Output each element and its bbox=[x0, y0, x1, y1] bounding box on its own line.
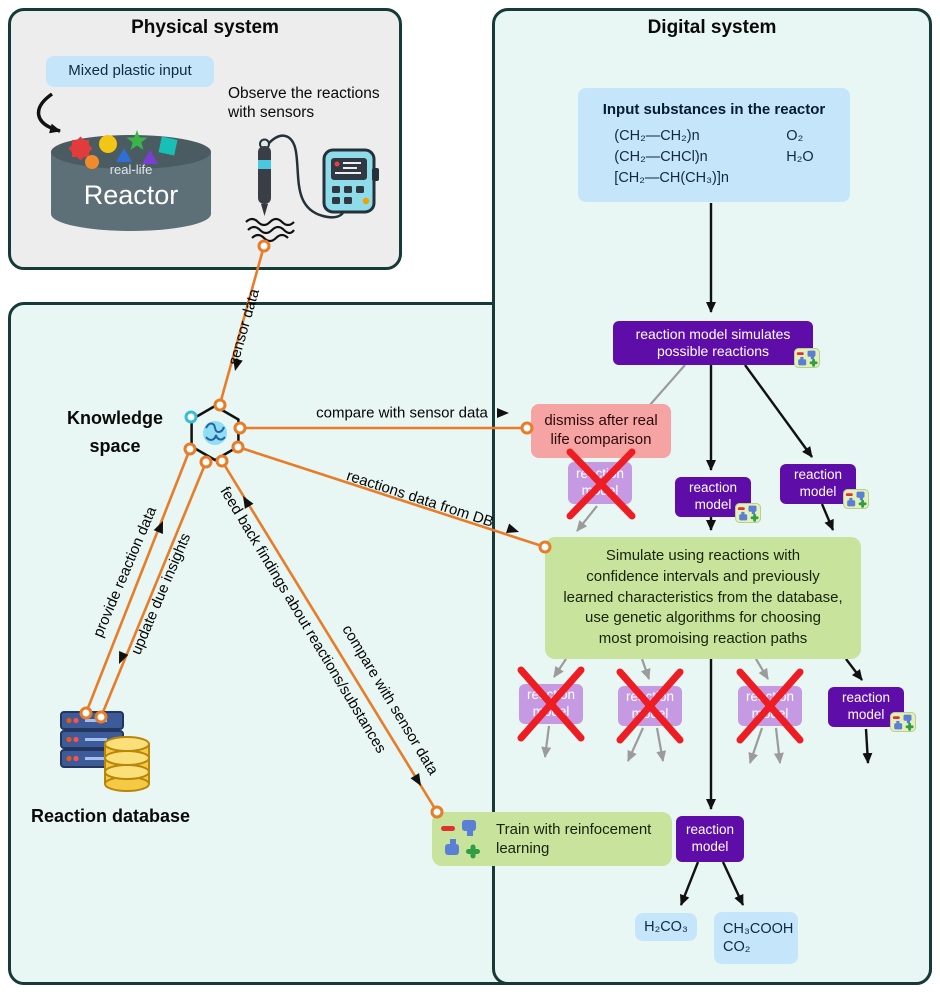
feedback-icon bbox=[735, 503, 761, 523]
input-substances-box: Input substances in the reactor (CH₂—CH₂… bbox=[578, 88, 850, 202]
rm-line2: model bbox=[631, 706, 669, 721]
rm-line1: reaction bbox=[841, 690, 891, 706]
sensor-meter-buttons bbox=[332, 186, 364, 204]
reactor-sub-label: real-life bbox=[110, 162, 153, 177]
reaction-model-final: reaction model bbox=[676, 816, 744, 862]
rm-line2: model bbox=[532, 704, 570, 719]
formula-pp: [CH₂—CH(CH₃)]n bbox=[614, 170, 729, 187]
rm-line1: reaction bbox=[685, 822, 735, 838]
simulate-node: Simulate using reactions with confidence… bbox=[545, 537, 861, 659]
train-text: Train with reinfocement learning bbox=[496, 820, 651, 859]
simulate-line4: use genetic algorithms for choosing bbox=[585, 609, 821, 627]
train-line1: Train with reinfocement bbox=[496, 820, 652, 838]
observe-sensors-text: Observe the reactions with sensors bbox=[228, 84, 406, 123]
dismiss-line2: life comparison bbox=[550, 431, 652, 448]
dismissed-model-b: reaction model bbox=[618, 686, 682, 726]
formula-pe: (CH₂—CH₂)n bbox=[614, 128, 700, 145]
input-substances-list: (CH₂—CH₂)n O₂ (CH₂—CHCl)n H₂O [CH₂—CH(CH… bbox=[614, 126, 813, 189]
reaction-model-mid: reaction model bbox=[675, 477, 751, 517]
train-line2: learning bbox=[496, 840, 550, 857]
rm-line1: reaction bbox=[575, 466, 625, 482]
reaction-database-label: Reaction database bbox=[3, 802, 218, 830]
formula-h2o: H₂O bbox=[786, 149, 814, 166]
sensor-probe-icon bbox=[258, 146, 271, 204]
rm-line1: reaction bbox=[793, 467, 843, 483]
observe-line1: Observe the reactions bbox=[228, 85, 380, 102]
knowledge-space-label: Knowledge space bbox=[30, 404, 200, 460]
root-model-line1: reaction model simulates bbox=[635, 325, 791, 342]
reactor-name-label: Reactor bbox=[84, 180, 179, 210]
output-ch3cooh-co2: CH₃COOH CO₂ bbox=[714, 912, 798, 964]
physical-system-frame bbox=[8, 8, 402, 270]
rm-line1: reaction bbox=[625, 689, 675, 705]
rm-line2: model bbox=[751, 706, 789, 721]
feedback-icon bbox=[794, 348, 820, 368]
rm-line2: model bbox=[691, 839, 729, 854]
knowledge-label-line2: space bbox=[89, 436, 141, 456]
rm-line1: reaction bbox=[688, 480, 738, 496]
formula-pvc: (CH₂—CHCl)n bbox=[614, 149, 708, 166]
output-co2-text: CO₂ bbox=[723, 939, 751, 955]
sensor-waves bbox=[245, 217, 295, 243]
output-ch3cooh-text: CH₃COOH bbox=[723, 920, 794, 937]
train-feedback-icon bbox=[441, 820, 480, 859]
simulate-line5: most promoising reaction paths bbox=[598, 630, 808, 648]
sensor-cable bbox=[263, 134, 345, 219]
output-h2co3-text: H₂CO₃ bbox=[644, 918, 688, 935]
feedback-icon bbox=[890, 712, 916, 732]
dismiss-node: dismiss after real life comparison bbox=[531, 404, 671, 458]
simulate-line3: learned characteristics from the databas… bbox=[563, 588, 843, 606]
formula-o2: O₂ bbox=[786, 128, 804, 145]
digital-system-title: Digital system bbox=[647, 17, 777, 38]
dismissed-model-1: reaction model bbox=[568, 462, 632, 504]
mixed-plastic-input-text: Mixed plastic input bbox=[68, 62, 192, 80]
simulate-line2: confidence intervals and previously bbox=[586, 567, 820, 585]
knowledge-label-line1: Knowledge bbox=[66, 408, 163, 428]
observe-line2: with sensors bbox=[228, 104, 315, 122]
sensor-icon bbox=[245, 134, 379, 243]
rm-line2: model bbox=[581, 483, 619, 498]
dismissed-model-a: reaction model bbox=[519, 684, 583, 724]
input-substances-title: Input substances in the reactor bbox=[602, 100, 826, 118]
rm-line2: model bbox=[694, 497, 732, 512]
coin-stack-icon bbox=[104, 736, 150, 792]
root-model-line2: possible reactions bbox=[656, 343, 770, 359]
rm-line2: model bbox=[799, 484, 837, 499]
dismissed-model-c: reaction model bbox=[738, 686, 802, 726]
physical-system-title: Physical system bbox=[131, 17, 279, 38]
edge-label-compare-sensor-1: compare with sensor data bbox=[316, 404, 488, 422]
rm-line2: model bbox=[847, 707, 885, 722]
rm-line1: reaction bbox=[745, 689, 795, 705]
rm-line1: reaction bbox=[526, 687, 576, 703]
train-node: Train with reinfocement learning bbox=[432, 812, 672, 866]
database-icon bbox=[60, 711, 150, 792]
feedback-icon bbox=[843, 489, 869, 509]
reaction-model-right: reaction model bbox=[780, 464, 856, 504]
reaction-database-text: Reaction database bbox=[30, 806, 191, 826]
output-h2co3: H₂CO₃ bbox=[635, 913, 697, 941]
simulate-line1: Simulate using reactions with bbox=[605, 547, 801, 565]
mixed-plastic-input-label: Mixed plastic input bbox=[46, 56, 214, 87]
root-reaction-model-node: reaction model simulates possible reacti… bbox=[613, 321, 813, 365]
reactor-icon: real-life Reactor bbox=[51, 130, 211, 231]
dismiss-line1: dismiss after real bbox=[544, 412, 658, 430]
